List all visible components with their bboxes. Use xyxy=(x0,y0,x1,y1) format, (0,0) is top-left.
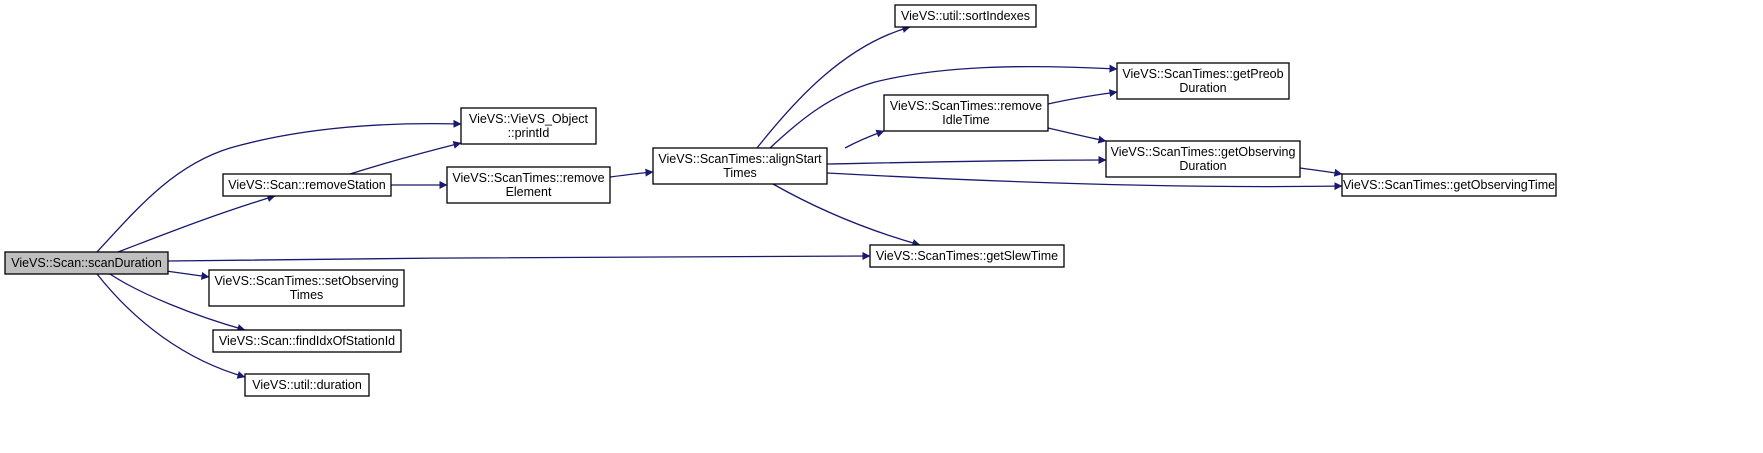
node-find-idx-of-station-id[interactable]: VieVS::Scan::findIdxOfStationId xyxy=(212,329,402,353)
edge-align-start-times-to-get-preob-duration xyxy=(769,64,1118,149)
node-label-line: VieVS::ScanTimes::remove xyxy=(890,99,1042,113)
node-label-line: VieVS::ScanTimes::setObserving xyxy=(214,274,398,288)
node-label-line: IdleTime xyxy=(942,113,990,127)
node-label-line: VieVS::Scan::removeStation xyxy=(228,178,386,192)
node-print-id[interactable]: VieVS::VieVS_Object::printId xyxy=(460,107,597,145)
node-label-line: VieVS::ScanTimes::getObservingTime xyxy=(1343,178,1555,192)
edge-scan-duration-to-get-slew-time xyxy=(167,252,871,262)
node-get-slew-time[interactable]: VieVS::ScanTimes::getSlewTime xyxy=(869,244,1065,268)
node-label-line: VieVS::Scan::scanDuration xyxy=(11,256,162,270)
node-box xyxy=(212,329,402,353)
edge-remove-station-to-print-id xyxy=(349,140,462,175)
edges-layer xyxy=(96,25,1343,379)
edge-align-start-times-to-get-slew-time xyxy=(772,183,921,247)
node-box xyxy=(208,269,405,307)
edge-align-start-times-to-get-observing-duration xyxy=(826,156,1107,165)
node-box xyxy=(446,166,611,204)
node-sort-indexes[interactable]: VieVS::util::sortIndexes xyxy=(894,4,1037,28)
node-label-line: Times xyxy=(723,166,757,180)
node-label-line: Duration xyxy=(1179,159,1226,173)
node-label-line: Times xyxy=(290,288,324,302)
node-duration[interactable]: VieVS::util::duration xyxy=(244,373,370,397)
node-label-line: VieVS::util::duration xyxy=(252,378,362,392)
node-remove-station[interactable]: VieVS::Scan::removeStation xyxy=(222,173,392,197)
node-label-line: VieVS::util::sortIndexes xyxy=(901,9,1030,23)
node-scan-duration[interactable]: VieVS::Scan::scanDuration xyxy=(4,251,169,275)
node-box xyxy=(460,107,597,145)
node-box xyxy=(1341,173,1557,197)
edge-scan-duration-to-remove-station xyxy=(117,194,276,253)
node-label-line: VieVS::ScanTimes::alignStart xyxy=(658,152,822,166)
node-label-line: Element xyxy=(506,185,552,199)
edge-remove-idle-time-to-get-observing-duration xyxy=(1047,127,1107,144)
node-label-line: VieVS::ScanTimes::remove xyxy=(452,171,604,185)
node-label-line: VieVS::VieVS_Object xyxy=(469,112,589,126)
edge-align-start-times-to-remove-idle-time xyxy=(844,129,885,149)
edge-scan-duration-to-set-observing-times xyxy=(165,270,210,280)
node-label-line: VieVS::ScanTimes::getObserving xyxy=(1111,145,1296,159)
node-box xyxy=(4,251,169,275)
node-box xyxy=(1116,62,1290,100)
node-box xyxy=(869,244,1065,268)
node-label-line: Duration xyxy=(1179,81,1226,95)
edge-scan-duration-to-find-idx-of-station-id xyxy=(109,273,246,332)
edge-remove-idle-time-to-get-preob-duration xyxy=(1047,89,1118,105)
nodes-layer: VieVS::Scan::scanDuration VieVS::VieVS_Ob… xyxy=(4,4,1557,397)
node-label-line: VieVS::Scan::findIdxOfStationId xyxy=(219,334,395,348)
edge-get-observing-duration-to-get-observing-time xyxy=(1299,167,1343,177)
node-box xyxy=(652,147,828,185)
edge-scan-duration-to-print-id xyxy=(96,119,462,253)
node-get-observing-time[interactable]: VieVS::ScanTimes::getObservingTime xyxy=(1341,173,1557,197)
node-box xyxy=(1105,140,1301,178)
node-box xyxy=(244,373,370,397)
node-box xyxy=(222,173,392,197)
node-box xyxy=(883,94,1049,132)
node-box xyxy=(894,4,1037,28)
node-label-line: VieVS::ScanTimes::getSlewTime xyxy=(876,249,1058,263)
edge-scan-duration-to-duration xyxy=(96,273,246,379)
node-label-line: VieVS::ScanTimes::getPreob xyxy=(1122,67,1283,81)
edge-align-start-times-to-sort-indexes xyxy=(756,25,911,149)
edge-remove-element-to-align-start-times xyxy=(609,168,654,178)
edge-align-start-times-to-get-observing-time xyxy=(826,172,1343,191)
node-label-line: ::printId xyxy=(508,126,550,140)
